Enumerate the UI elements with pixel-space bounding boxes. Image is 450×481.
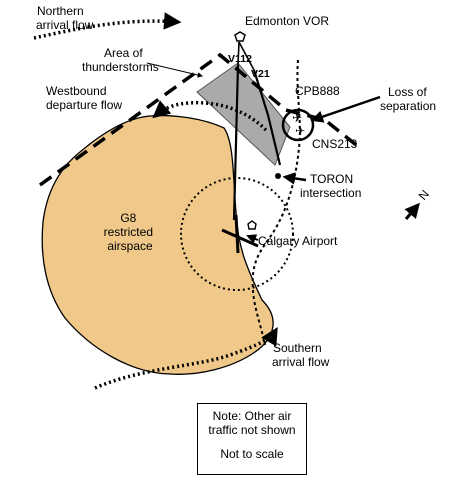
note-line-2: traffic not shown xyxy=(208,423,296,437)
note-box: Note: Other air traffic not shown Not to… xyxy=(197,403,307,475)
edmonton-vor-icon xyxy=(234,31,246,42)
calgary-leader xyxy=(246,234,259,244)
northern-arrival-label: Northern arrival flow xyxy=(36,4,94,32)
airspace-boundary-dashed xyxy=(38,52,362,187)
v112-airway xyxy=(232,64,240,221)
g8-label: G8 restricted airspace xyxy=(104,211,157,253)
northern-arrival-flow xyxy=(33,12,182,40)
aircraft-icon-2: ✈ xyxy=(295,124,305,138)
arrival-track-dotted xyxy=(251,59,302,346)
thunderstorm-area xyxy=(196,62,291,166)
edmonton-connector-2 xyxy=(237,41,240,66)
loss-of-separation-circle xyxy=(281,108,315,142)
edmonton-connector xyxy=(238,41,255,71)
north-arrow-shaft xyxy=(404,202,420,220)
v112-label: V112 xyxy=(228,53,252,65)
cpb888-label: CPB888 xyxy=(295,84,340,98)
runway-1 xyxy=(234,214,240,254)
toron-label: TORON intersection xyxy=(300,172,361,200)
calgary-airport-label: Calgary Airport xyxy=(258,234,338,248)
toron-intersection-point xyxy=(275,173,281,179)
aircraft-icon-1: ✈ xyxy=(292,111,302,125)
westbound-label: Westbound departure flow xyxy=(46,84,122,112)
thunderstorms-label: Area of thunderstorms xyxy=(82,46,159,74)
calgary-control-zone xyxy=(180,177,294,291)
calgary-vor-icon xyxy=(247,220,257,230)
north-arrow-label: N xyxy=(416,187,432,203)
note-line-3: Not to scale xyxy=(220,447,284,461)
cns213-label: CNS213 xyxy=(312,137,358,151)
g8-restricted-airspace xyxy=(41,114,274,375)
toron-leader xyxy=(282,172,307,185)
note-line-1: Note: Other air xyxy=(212,409,292,423)
v21-airway xyxy=(252,69,282,166)
loss-sep-leader xyxy=(310,95,381,123)
southern-arrival-label: Southern arrival flow xyxy=(272,341,330,369)
thunderstorm-leader xyxy=(146,62,204,78)
edmonton-vor-label: Edmonton VOR xyxy=(245,14,329,28)
loss-of-separation-label: Loss of separation xyxy=(380,85,436,113)
southern-arrival-flow xyxy=(94,326,278,390)
v21-label: V21 xyxy=(251,68,270,80)
